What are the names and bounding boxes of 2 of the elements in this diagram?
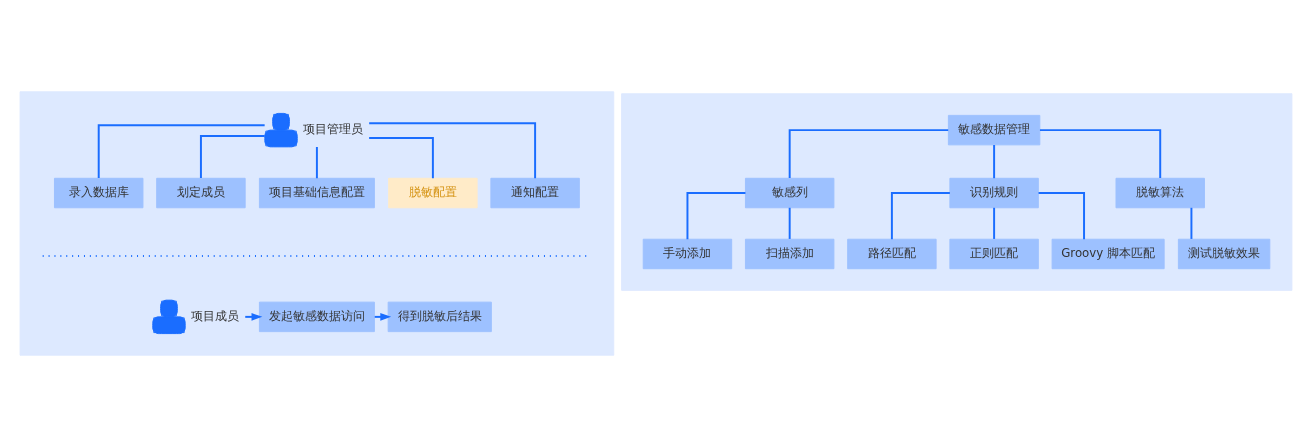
node-label: 项目成员 [191, 308, 240, 323]
node-label: 项目管理员 [303, 121, 364, 136]
